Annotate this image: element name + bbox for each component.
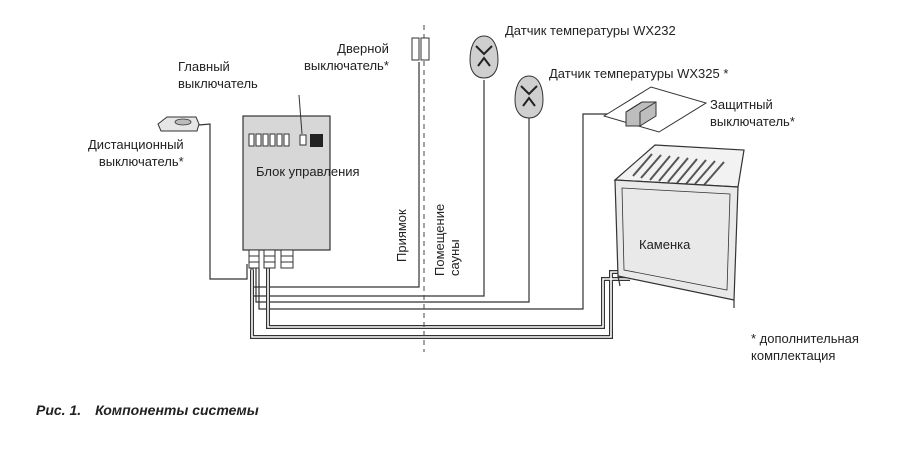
sensor-wx232-clip [475, 45, 493, 67]
main-switch-pointer [298, 94, 303, 135]
stove [613, 144, 745, 308]
cable-glands [248, 249, 294, 269]
optional-note: * дополнительная комплектация [751, 331, 859, 363]
safety-switch-top-edge [625, 101, 643, 113]
figure-caption: Рис. 1. Компоненты системы [36, 402, 259, 418]
safety-switch [602, 86, 708, 133]
power-cable-inner-core [267, 268, 630, 328]
door-switch [411, 37, 430, 61]
remote-switch-label: Дистанционный выключатель* [88, 137, 184, 169]
sensor-wx325 [514, 75, 544, 119]
safety-switch-cable [258, 113, 629, 310]
stove-leg-left [617, 275, 621, 287]
sensor-wx325-clip [520, 85, 538, 107]
main-switch-button [310, 134, 323, 147]
anteroom-label: Приямок [394, 209, 409, 262]
sensor-wx325-cable [255, 118, 530, 303]
sensor-wx232-label: Датчик температуры WX232 [505, 23, 676, 38]
main-switch-label: Главный выключатель [178, 59, 258, 91]
remote-switch-cable [198, 123, 248, 280]
safety-switch-joint [639, 101, 657, 113]
stove-inner-frame [621, 187, 731, 291]
control-unit-display [248, 133, 290, 147]
remote-switch [157, 116, 200, 132]
safety-switch-label: Защитный выключатель* [710, 97, 795, 129]
control-unit [242, 94, 331, 269]
control-unit-indicator [299, 134, 307, 146]
stove-heating-elements [632, 153, 725, 186]
door-switch-body-left [411, 37, 420, 61]
remote-switch-button [174, 118, 192, 126]
door-switch-label: Дверной выключатель* [304, 41, 389, 73]
power-cable-inner [266, 268, 630, 329]
sensor-wx325-label: Датчик температуры WX325 * [549, 66, 729, 81]
door-switch-body-right [420, 37, 430, 61]
control-unit-label: Блок управления [256, 164, 360, 179]
sensor-wx232 [469, 35, 499, 79]
figure-number: Рис. 1. [36, 402, 82, 418]
sauna-room-label: Помещение сауны [432, 203, 462, 276]
figure-title: Компоненты системы [95, 402, 259, 418]
stove-label: Каменка [639, 237, 691, 252]
